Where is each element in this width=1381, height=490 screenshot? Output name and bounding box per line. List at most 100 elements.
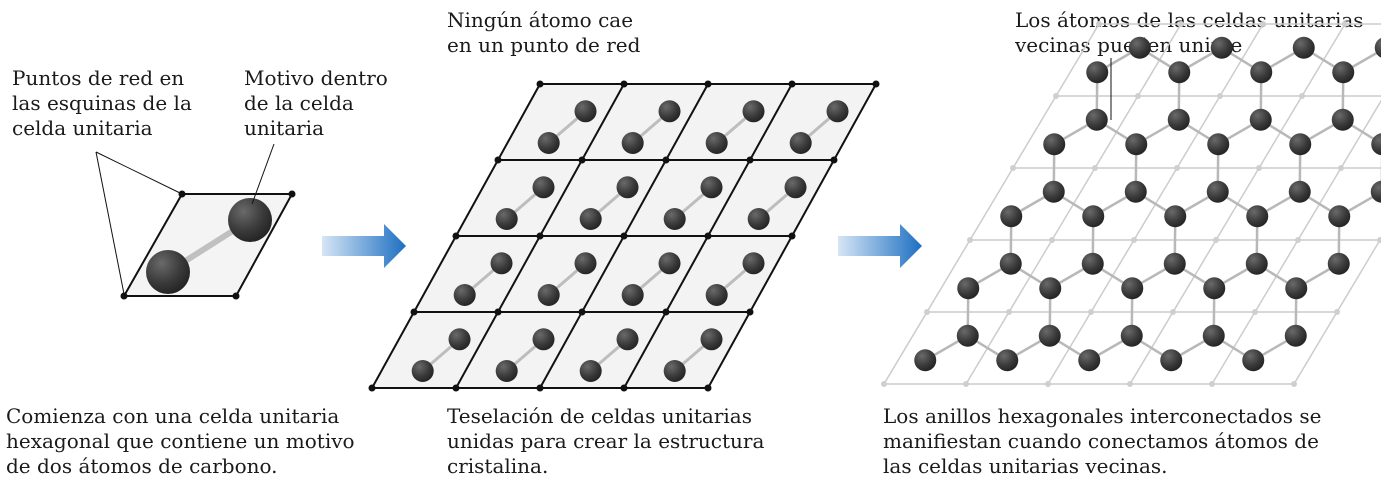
carbon-atom (1331, 108, 1354, 131)
faint-lattice-point (881, 381, 887, 387)
lattice-point (410, 308, 418, 316)
faint-lattice-point (1377, 237, 1381, 243)
carbon-atom (1164, 205, 1187, 228)
carbon-atom (826, 100, 849, 123)
unit-cell (95, 143, 296, 300)
lattice-point (620, 232, 628, 240)
lattice-point (494, 156, 502, 164)
faint-lattice-point (924, 309, 930, 315)
carbon-atom (1039, 277, 1062, 300)
carbon-atom (537, 284, 560, 306)
lattice-point (662, 156, 670, 164)
faint-lattice-point (1252, 309, 1258, 315)
carbon-atom (1125, 133, 1148, 156)
carbon-atom (742, 100, 765, 123)
carbon-atom (1370, 180, 1381, 203)
carbon-atom (1168, 61, 1191, 84)
carbon-atom (705, 132, 728, 154)
lattice-point (368, 384, 376, 392)
carbon-atom (1374, 37, 1381, 58)
lattice-point (288, 190, 296, 198)
carbon-atom (1038, 324, 1061, 347)
faint-lattice-point (1127, 381, 1133, 387)
carbon-atom (411, 360, 434, 382)
faint-lattice-point (1295, 237, 1301, 243)
lattice-point (746, 156, 754, 164)
faint-lattice-point (1088, 309, 1094, 315)
carbon-atom (658, 252, 681, 275)
lattice-point (178, 190, 186, 198)
carbon-atom (1249, 108, 1272, 131)
faint-lattice-point (1217, 93, 1223, 99)
faint-lattice-point (1045, 381, 1051, 387)
caption-tessellation-line-2: unidas para crear la estructura (447, 429, 765, 453)
leader-line (251, 143, 275, 205)
carbon-atom (1288, 180, 1311, 203)
faint-lattice-point (1131, 237, 1137, 243)
carbon-atom (1163, 252, 1186, 275)
carbon-atom (784, 176, 807, 199)
carbon-atom (1082, 205, 1105, 228)
carbon-atom (453, 284, 476, 306)
faint-lattice-point (1053, 93, 1059, 99)
lattice-point (120, 292, 128, 300)
carbon-atom (616, 328, 639, 351)
lattice-point (536, 232, 544, 240)
carbon-atom (448, 328, 471, 351)
hexagonal-network (881, 21, 1381, 387)
lattice-point (578, 308, 586, 316)
faint-lattice-point (1291, 381, 1297, 387)
carbon-atom (1042, 180, 1065, 203)
carbon-atom (616, 176, 639, 199)
carbon-atom (621, 132, 644, 154)
leader-line (95, 151, 125, 295)
caption-tessellation: Teselación de celdas unitarias unidas pa… (447, 404, 764, 479)
faint-lattice-point (1010, 165, 1016, 171)
lattice-point (830, 156, 838, 164)
carbon-atom (579, 208, 602, 230)
carbon-atom (914, 349, 937, 372)
faint-lattice-point (1299, 93, 1305, 99)
lattice-point (746, 308, 754, 316)
faint-lattice-point (1096, 21, 1102, 27)
caption-unit-cell-line-2: hexagonal que contiene un motivo (6, 429, 355, 453)
caption-hexagonal-line-1: Los anillos hexagonales interconectados … (883, 404, 1322, 428)
motif-label-line-1: Motivo dentro (244, 66, 388, 90)
faint-lattice-point (1006, 309, 1012, 315)
carbon-atom (1371, 133, 1381, 156)
carbon-atom (1206, 180, 1229, 203)
carbon-atom (574, 252, 597, 275)
lattice-point (704, 384, 712, 392)
carbon-atom (1210, 36, 1233, 59)
carbon-atom (495, 360, 518, 382)
carbon-atom (1000, 205, 1023, 228)
faint-lattice-point (1334, 309, 1340, 315)
caption-unit-cell-line-3: de dos átomos de carbono. (6, 454, 278, 478)
carbon-atom (532, 328, 555, 351)
no-atom-label-line-1: Ningún átomo cae (447, 8, 634, 32)
carbon-atom (1128, 36, 1151, 59)
lattice-point (232, 292, 240, 300)
caption-hexagonal-line-2: manifiestan cuando conectamos átomos de (883, 429, 1319, 453)
carbon-atom (700, 328, 723, 351)
lattice-point (704, 80, 712, 88)
faint-lattice-point (1174, 165, 1180, 171)
carbon-atom (1332, 61, 1355, 84)
carbon-atom (700, 176, 723, 199)
motif-label: Motivo dentro de la celda unitaria (244, 66, 388, 141)
tessellated-lattice (368, 80, 880, 392)
carbon-atom (957, 277, 980, 300)
carbon-atom (1284, 324, 1307, 347)
faint-lattice-point (1135, 93, 1141, 99)
lattice-point (620, 384, 628, 392)
carbon-atom (1086, 61, 1109, 84)
motif-label-line-2: de la celda (244, 91, 354, 115)
faint-lattice-point (963, 381, 969, 387)
carbon-atom (747, 208, 770, 230)
carbon-atom (1124, 180, 1147, 203)
carbon-atom (1207, 133, 1230, 156)
carbon-atom (1202, 324, 1225, 347)
carbon-atom (658, 100, 681, 123)
caption-tessellation-line-1: Teselación de celdas unitarias (447, 404, 752, 428)
carbon-atom (1203, 277, 1226, 300)
